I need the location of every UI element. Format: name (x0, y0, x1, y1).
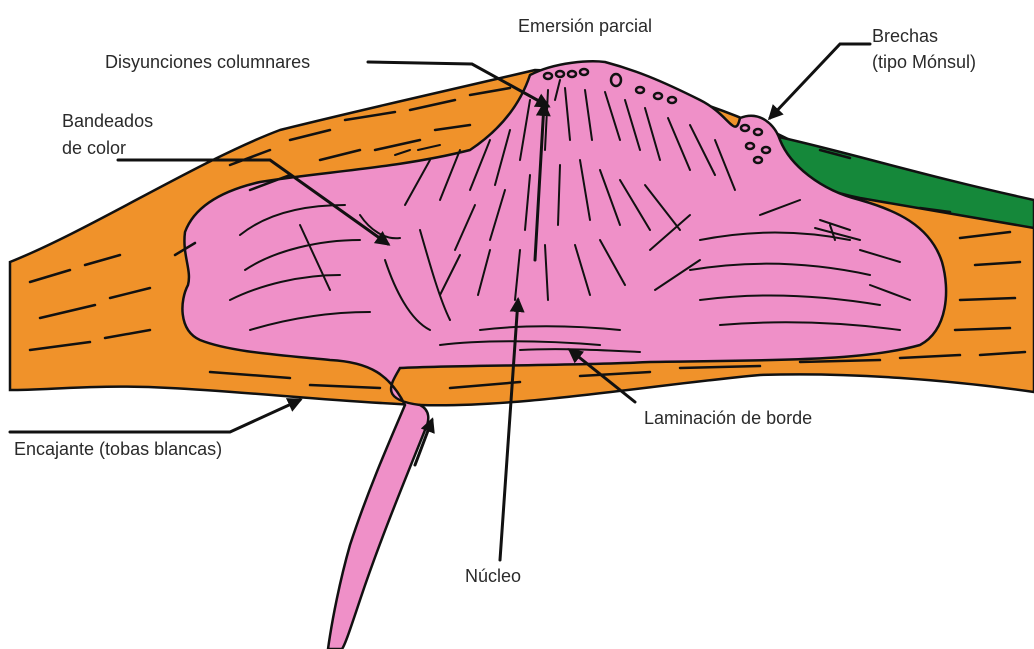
arrow-encajante (10, 400, 300, 432)
label-nucleo: Núcleo (465, 566, 521, 586)
label-brechas-line2: (tipo Mónsul) (872, 52, 976, 72)
label-disyunciones: Disyunciones columnares (105, 52, 310, 72)
label-emersion: Emersión parcial (518, 16, 652, 36)
label-bandeados-line1: Bandeados (62, 111, 153, 131)
label-bandeados-line2: de color (62, 138, 126, 158)
label-encajante: Encajante (tobas blancas) (14, 439, 222, 459)
arrow-brechas (770, 44, 870, 118)
label-laminacion: Laminación de borde (644, 408, 812, 428)
label-brechas-line1: Brechas (872, 26, 938, 46)
